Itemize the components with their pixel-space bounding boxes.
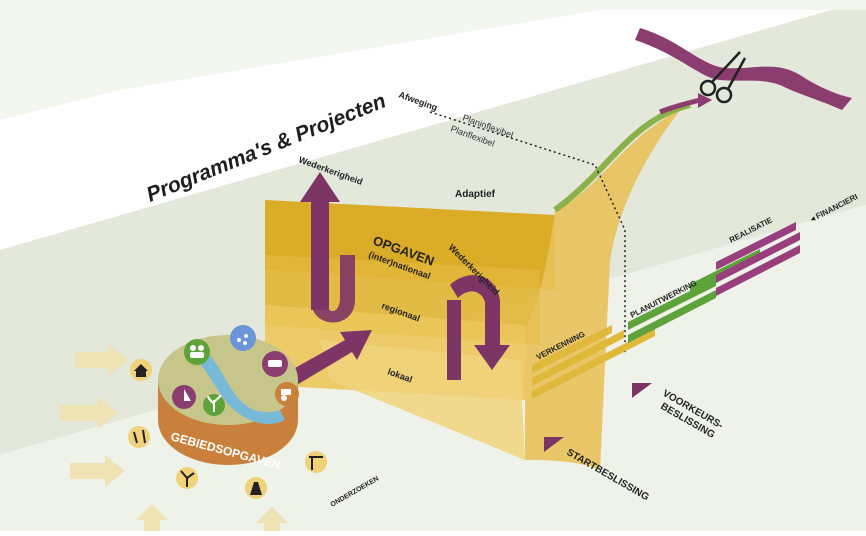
incoming-arrows	[60, 344, 288, 531]
realisatie-bars	[716, 222, 800, 296]
people-icon	[184, 339, 210, 365]
verkenning-bars	[532, 325, 655, 399]
water-drops-icon	[230, 325, 256, 351]
crane-icon	[305, 451, 327, 473]
scissors-icon	[699, 51, 747, 104]
ribbon	[635, 28, 852, 110]
wederkerigheid-right-arrow	[447, 275, 510, 380]
adaptief-label: Adaptief	[455, 189, 496, 200]
road-icon	[245, 477, 267, 499]
wederkerigheid-left-arrow	[300, 172, 355, 323]
windmill-icon	[176, 467, 198, 489]
house-icon	[130, 359, 152, 381]
cow-icon	[262, 351, 288, 377]
tractor-icon	[275, 382, 299, 406]
top-band	[0, 0, 866, 120]
funnel-trajectory-end	[659, 97, 701, 115]
sailboat-icon	[172, 385, 196, 409]
afweging-line	[429, 111, 626, 355]
funnel-trajectory	[553, 102, 691, 213]
voorkeursbeslissing-marker	[632, 383, 652, 398]
startbeslissing-marker	[544, 437, 564, 452]
plant-icon	[203, 394, 225, 416]
trajectory-arrowhead	[698, 93, 712, 108]
walkers-icon	[128, 426, 150, 448]
